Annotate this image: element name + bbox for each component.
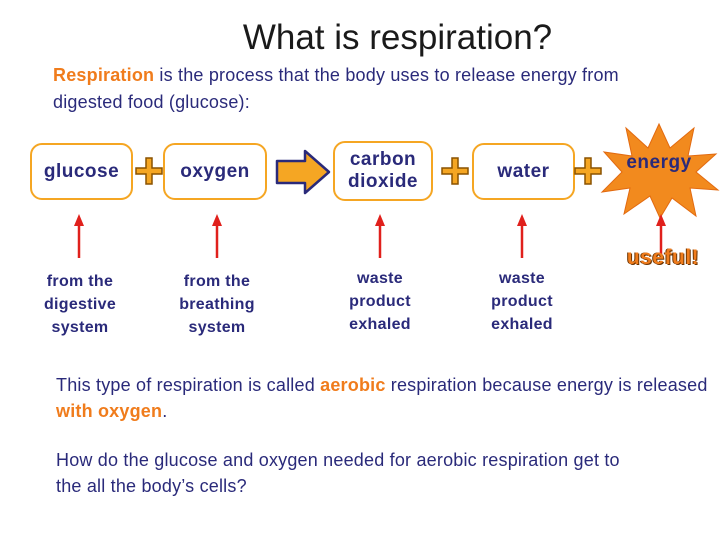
carbon-dioxide-label-line2: dioxide (347, 171, 418, 192)
plus-icon (574, 157, 602, 185)
arrow-group (74, 214, 666, 258)
caption-line: product (491, 293, 553, 310)
aerobic-text: This type of respiration is called (56, 375, 321, 395)
page-title: What is respiration? (242, 18, 553, 57)
caption-line: system (51, 319, 109, 336)
oxygen-label: oxygen (180, 160, 250, 182)
caption-line: system (188, 319, 246, 336)
aerobic-text: respiration because energy is released (385, 375, 708, 395)
up-arrow-icon (212, 214, 222, 258)
caption-line: waste (357, 270, 403, 287)
caption-line: from the (46, 273, 114, 290)
oxygen-caption: from the breathing system (160, 270, 274, 339)
caption-line: from the (183, 273, 251, 290)
plus-icon (135, 157, 163, 185)
water-caption: waste product exhaled (467, 267, 577, 336)
intro-text: is the process that the body uses to rel… (53, 65, 619, 112)
up-arrow-icon (517, 214, 527, 258)
with-oxygen-highlight: with oxygen (56, 401, 163, 421)
carbon-dioxide-label-line1: carbon (349, 149, 417, 170)
water-label: water (497, 160, 550, 182)
energy-label: energy (626, 152, 692, 173)
caption-line: breathing (179, 296, 255, 313)
glucose-box: glucose (30, 143, 133, 200)
caption-line: exhaled (349, 316, 411, 333)
glucose-label: glucose (43, 160, 120, 182)
carbon-dioxide-caption: waste product exhaled (325, 267, 435, 336)
caption-line: product (349, 293, 411, 310)
water-box: water (472, 143, 575, 200)
plus-icon (441, 157, 469, 185)
aerobic-highlight: aerobic (320, 375, 386, 395)
caption-line: exhaled (491, 316, 553, 333)
caption-line: digestive (43, 296, 117, 313)
aerobic-text: . (162, 401, 168, 421)
yields-arrow-icon (275, 149, 331, 195)
glucose-caption: from the digestive system (24, 270, 136, 339)
intro-term: Respiration (53, 65, 155, 85)
up-arrow-icon (74, 214, 84, 258)
up-arrow-icon (656, 214, 666, 258)
carbon-dioxide-box: carbon dioxide (333, 141, 433, 201)
intro-paragraph: Respiration is the process that the body… (53, 62, 693, 116)
aerobic-paragraph: This type of respiration is called aerob… (56, 372, 716, 424)
up-arrow-icon (375, 214, 385, 258)
caption-line: waste (499, 270, 545, 287)
energy-caption: useful! (626, 246, 700, 269)
question-paragraph: How do the glucose and oxygen needed for… (56, 450, 620, 496)
oxygen-box: oxygen (163, 143, 267, 200)
